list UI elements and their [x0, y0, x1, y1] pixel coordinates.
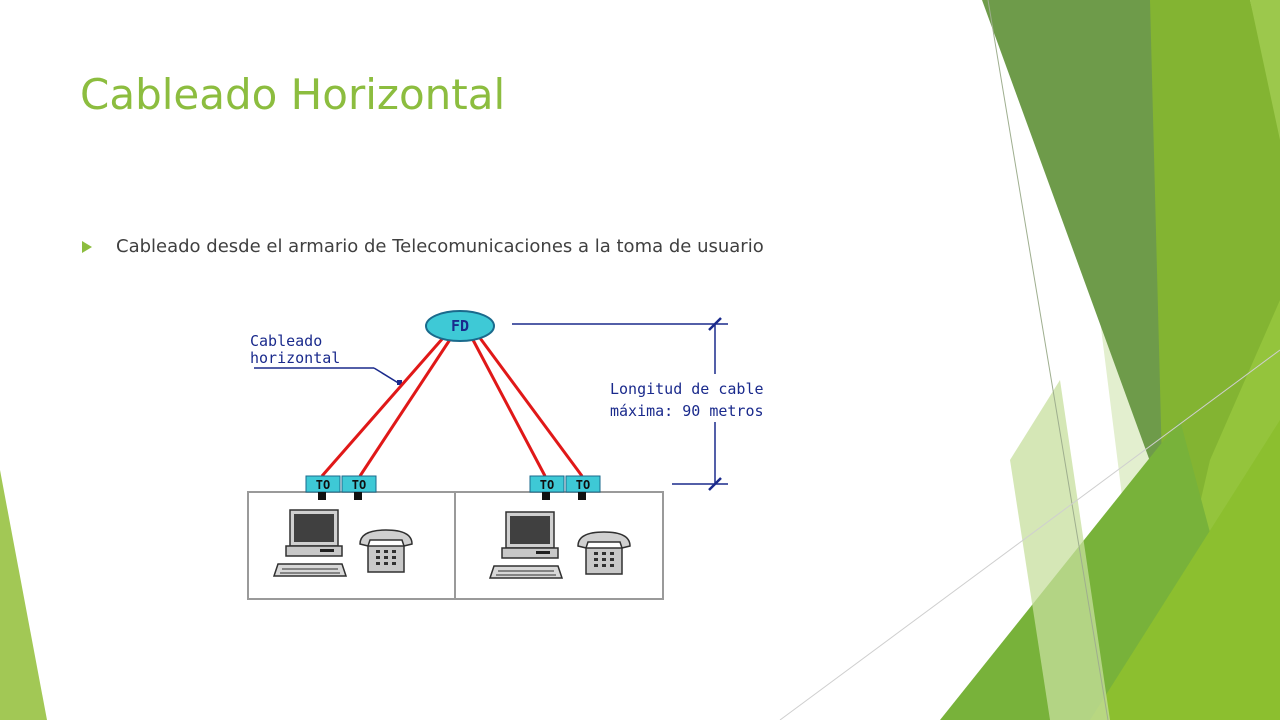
slide-title: Cableado Horizontal: [80, 70, 506, 119]
computer-icon: [272, 509, 348, 577]
cable-label-line2: horizontal: [250, 349, 340, 367]
fd-label: FD: [451, 317, 469, 335]
horizontal-cabling-diagram: Cableado horizontal FD Longitud de cable…: [247, 310, 764, 600]
bullet-text: Cableado desde el armario de Telecomunic…: [116, 236, 764, 257]
horizontal-cables: [320, 337, 584, 477]
telephone-icon: [577, 531, 631, 575]
cable-label-pointer-end: [397, 380, 402, 385]
dimension-tick-top: [708, 317, 722, 331]
computer-icon: [488, 511, 564, 579]
outlet-label: TO: [352, 478, 366, 492]
dimension-tick-bottom: [708, 477, 722, 491]
bullet-item: Cableado desde el armario de Telecomunic…: [82, 236, 764, 257]
cable-label: Cableado horizontal: [250, 332, 340, 367]
outlet-label: TO: [576, 478, 590, 492]
bullet-arrow-icon: [82, 241, 92, 253]
outlet-label: TO: [316, 478, 330, 492]
fd-node: [425, 310, 495, 342]
outlet-group-right: TO TO: [529, 475, 601, 500]
length-label: Longitud de cable máxima: 90 metros: [610, 380, 764, 420]
length-label-line1: Longitud de cable: [610, 380, 764, 398]
length-label-line2: máxima: 90 metros: [610, 402, 764, 420]
floor-distributor: FD: [425, 310, 495, 342]
outlet-group-left: TO TO: [305, 475, 377, 500]
cable-label-pointer-diagonal: [373, 367, 401, 385]
telephone-icon: [359, 529, 413, 573]
cable-label-line1: Cableado: [250, 332, 322, 350]
outlet-label: TO: [540, 478, 554, 492]
